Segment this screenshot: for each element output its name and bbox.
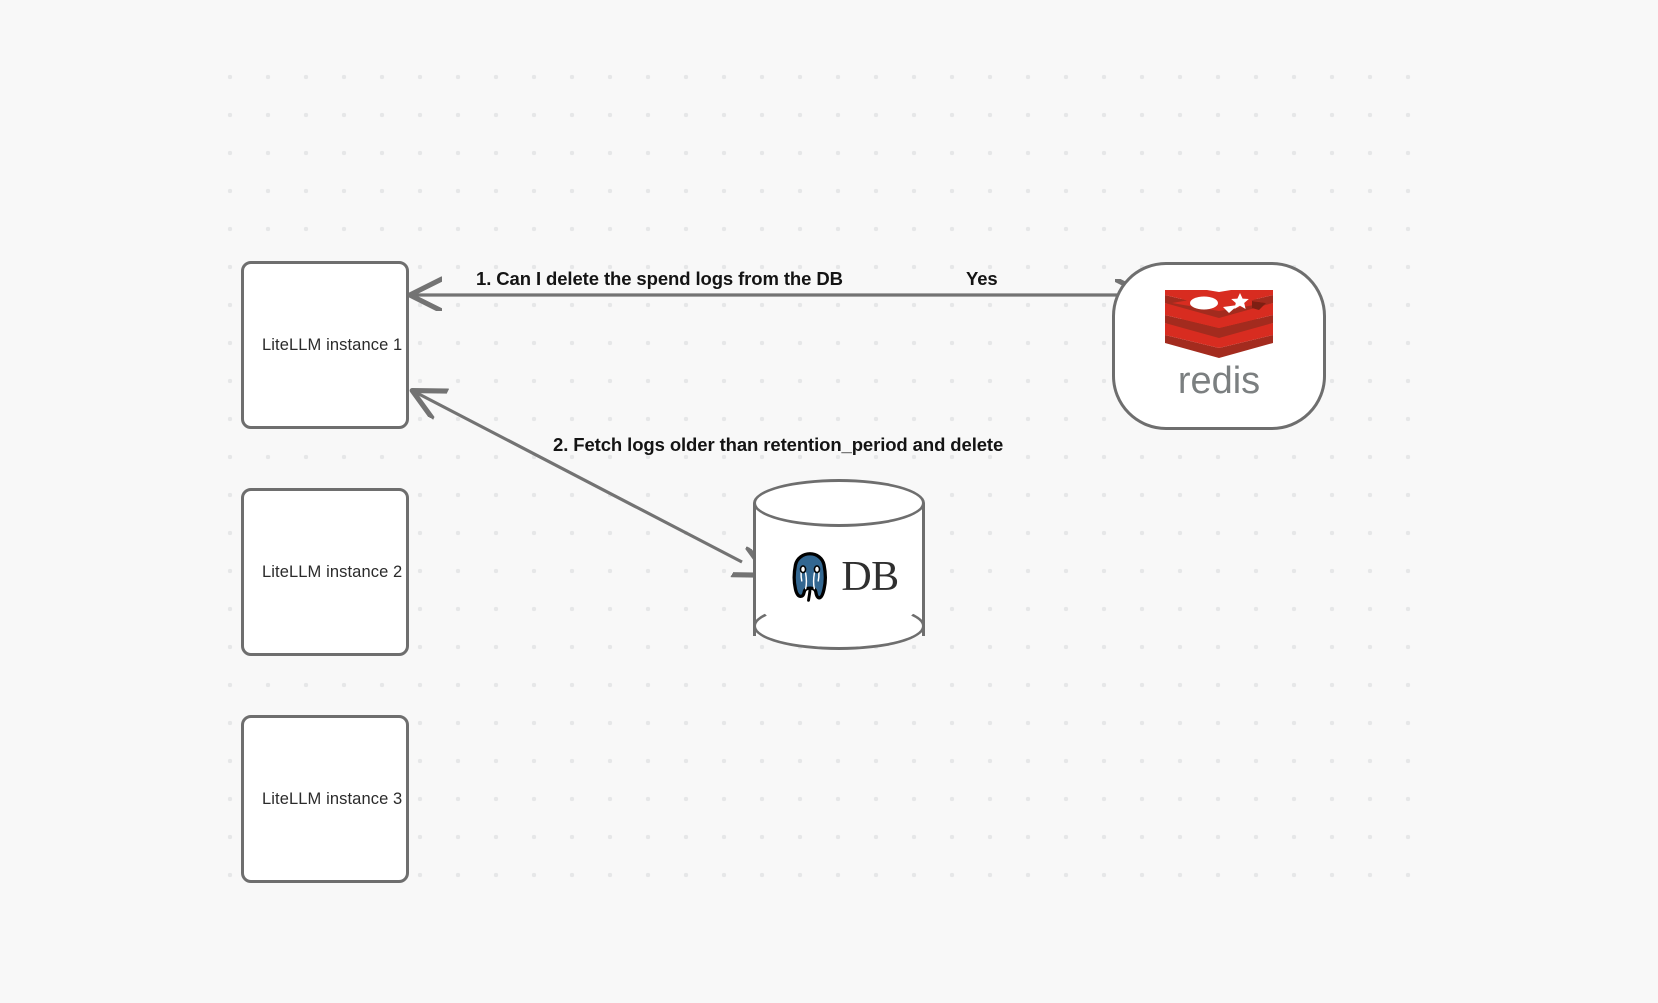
cylinder-bottom	[753, 602, 925, 650]
node-litellm-instance-3[interactable]: LiteLLM instance 3	[241, 715, 409, 883]
db-label: DB	[841, 554, 899, 600]
edge-label-step-1: 1. Can I delete the spend logs from the …	[476, 268, 843, 289]
cylinder-top	[753, 479, 925, 527]
db-content: DB	[753, 537, 925, 617]
node-postgres-db[interactable]: DB	[753, 479, 925, 650]
node-label: LiteLLM instance 1	[262, 335, 403, 354]
edge-label-step-2: 2. Fetch logs older than retention_perio…	[553, 434, 1004, 455]
node-label: LiteLLM instance 3	[262, 789, 403, 808]
redis-wordmark: redis	[1177, 360, 1261, 402]
node-label: LiteLLM instance 2	[262, 562, 403, 581]
edge-instance1-db	[415, 392, 742, 562]
edge-label-step-1-reply: Yes	[966, 268, 998, 289]
node-litellm-instance-2[interactable]: LiteLLM instance 2	[241, 488, 409, 656]
node-litellm-instance-1[interactable]: LiteLLM instance 1	[241, 261, 409, 429]
redis-cube-icon	[1165, 290, 1273, 358]
redis-logo-icon: redis	[1157, 290, 1281, 402]
node-redis[interactable]: redis	[1112, 262, 1326, 430]
postgresql-elephant-icon	[792, 552, 828, 602]
